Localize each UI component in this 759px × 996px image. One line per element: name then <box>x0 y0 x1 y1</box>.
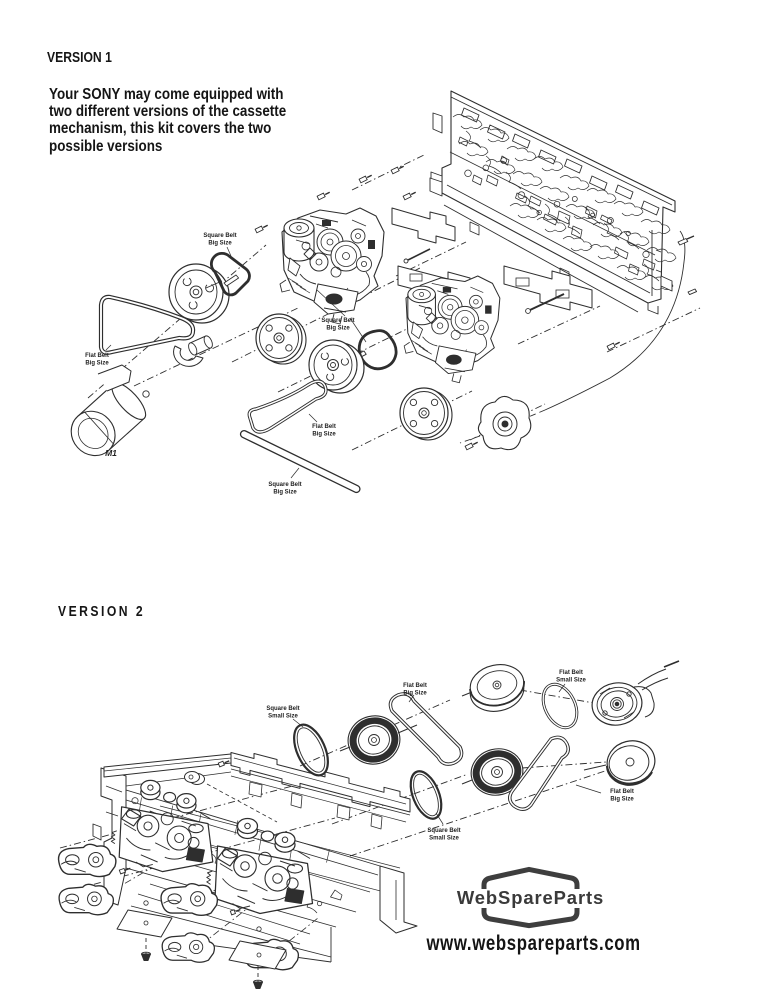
svg-text:Big Size: Big Size <box>208 240 232 246</box>
svg-text:WebSpareParts: WebSpareParts <box>457 887 604 908</box>
svg-text:Big Size: Big Size <box>85 360 109 366</box>
svg-text:Flat Belt: Flat Belt <box>312 424 336 430</box>
svg-text:Square Belt: Square Belt <box>266 706 299 712</box>
svg-text:Big Size: Big Size <box>403 690 427 696</box>
svg-text:Flat Belt: Flat Belt <box>559 670 583 676</box>
svg-text:Flat Belt: Flat Belt <box>610 789 634 795</box>
svg-text:Small Size: Small Size <box>429 835 459 841</box>
svg-text:Flat Belt: Flat Belt <box>403 683 427 689</box>
svg-text:Square Belt: Square Belt <box>203 233 236 239</box>
svg-text:Big Size: Big Size <box>326 325 350 331</box>
svg-text:Big Size: Big Size <box>312 431 336 437</box>
svg-text:Square Belt: Square Belt <box>268 482 301 488</box>
svg-text:Flat Belt: Flat Belt <box>85 353 109 359</box>
svg-text:Square Belt: Square Belt <box>427 828 460 834</box>
svg-text:M1: M1 <box>105 448 117 458</box>
svg-text:Square Belt: Square Belt <box>321 318 354 324</box>
svg-text:Big Size: Big Size <box>610 796 634 802</box>
svg-text:Big Size: Big Size <box>273 489 297 495</box>
svg-text:Small Size: Small Size <box>556 677 586 683</box>
svg-text:Small Size: Small Size <box>268 713 298 719</box>
svg-text:www.webspareparts.com: www.webspareparts.com <box>426 932 641 955</box>
